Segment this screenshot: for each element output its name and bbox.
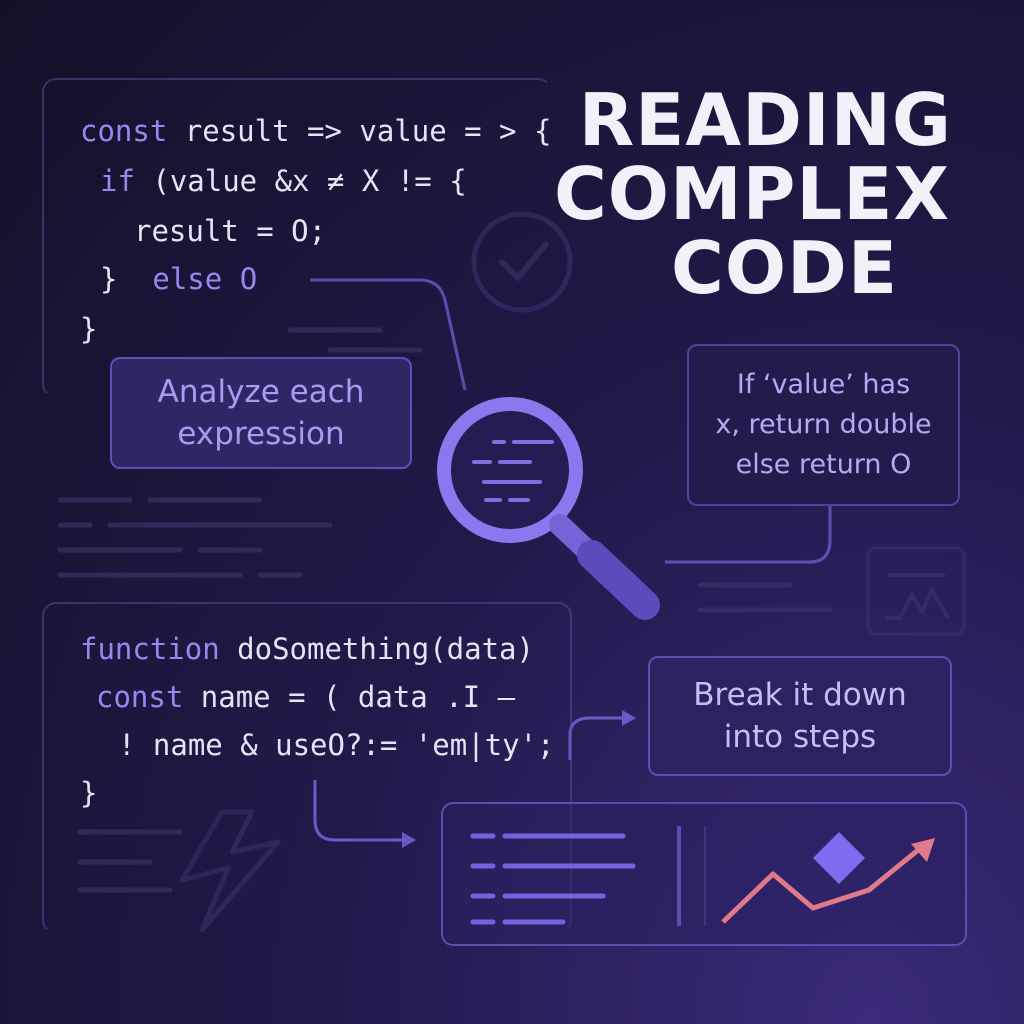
code-text: } (80, 776, 98, 810)
code-text: (value &x ≠ X != { (134, 164, 467, 198)
callout-text: into steps (723, 719, 877, 755)
title-line-3: CODE (671, 226, 898, 310)
code-line: ! name & useO?:= 'em|ty'; (118, 728, 555, 762)
code-line: function doSomething(data) (80, 632, 534, 666)
arrow-right-icon (622, 710, 636, 726)
code-text: ! name & useO?:= 'em|ty'; (118, 728, 555, 762)
code-keyword: const (80, 114, 168, 148)
wave-chart-icon (866, 546, 966, 636)
magnifier-icon (437, 397, 660, 620)
code-line: } (80, 312, 97, 346)
code-text: } (80, 312, 98, 346)
code-keyword: else O (152, 262, 258, 296)
code-keyword: const (96, 680, 184, 714)
code-line: } else O (100, 262, 257, 296)
callout-text: x, return double (715, 409, 932, 440)
code-text: result => value = > { (167, 114, 552, 148)
code-line: } (80, 776, 97, 810)
code-keyword: if (100, 164, 135, 198)
diamond-icon (813, 832, 865, 884)
callout-text: Break it down (693, 677, 907, 713)
lightning-icon (179, 809, 281, 933)
code-keyword: function (80, 632, 220, 666)
callout-text: If ‘value’ has (736, 369, 911, 400)
callout-analyze: Analyze each expression (110, 357, 412, 469)
code-text: name = ( data .I — (183, 680, 516, 714)
summary-panel (441, 802, 967, 946)
code-line: result = O; (134, 214, 326, 248)
code-text: doSomething(data) (219, 632, 534, 666)
title-line-1: READING (578, 78, 952, 162)
callout-text: expression (177, 416, 345, 452)
summary-graphics (470, 826, 935, 926)
code-line: if (value &x ≠ X != { (100, 164, 467, 198)
title-line-2: COMPLEX (553, 152, 950, 236)
code-text: result = O; (134, 214, 327, 248)
code-text: } (100, 262, 153, 296)
check-circle-icon (471, 211, 573, 313)
code-panel-2 (42, 602, 572, 934)
callout-explanation: If ‘value’ has x, return double else ret… (687, 344, 960, 506)
code-panel-1 (42, 78, 552, 398)
code-line: const result => value = > { (80, 114, 551, 148)
callout-break-down: Break it down into steps (648, 656, 952, 776)
code-line: const name = ( data .I — (96, 680, 515, 714)
callout-text: else return O (735, 449, 912, 480)
trend-arrow-icon (721, 844, 925, 924)
callout-text: Analyze each (157, 374, 365, 410)
